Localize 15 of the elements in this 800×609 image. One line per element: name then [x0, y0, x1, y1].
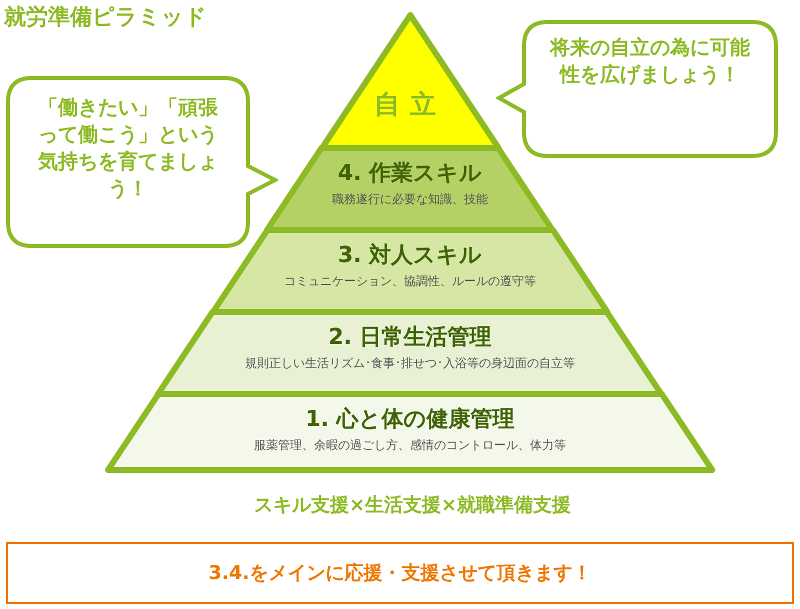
tier-title: 1. 心と体の健康管理: [305, 406, 515, 434]
tier-description: 職務遂行に必要な知識、技能: [332, 191, 488, 208]
tier-title: 自立: [374, 89, 446, 122]
diagram-title: 就労準備ピラミッド: [4, 4, 208, 32]
note-box: [6, 542, 794, 604]
tier-description: 服薬管理、余暇の過ごし方、感情のコントロール、体力等: [254, 437, 566, 454]
bubble-text: 「働きたい」「頑張って働こう」という気持ちを育てましょう！: [36, 94, 219, 202]
tier-title: 4. 作業スキル: [338, 160, 482, 188]
note-text: 3.4.をメインに応援・支援させて頂きます！: [208, 561, 592, 586]
tier-description: 規則正しい生活リズム･食事･排せつ･入浴等の身辺面の自立等: [244, 355, 575, 372]
support-caption: スキル支援×生活支援×就職準備支援: [254, 494, 571, 516]
tier-description: コミュニケーション、協調性、ルールの遵守等: [284, 273, 536, 290]
tier-title: 3. 対人スキル: [338, 242, 482, 270]
bubble-text: 将来の自立の為に可能性を広げましょう！: [550, 34, 750, 88]
tier-title: 2. 日常生活管理: [328, 324, 492, 352]
